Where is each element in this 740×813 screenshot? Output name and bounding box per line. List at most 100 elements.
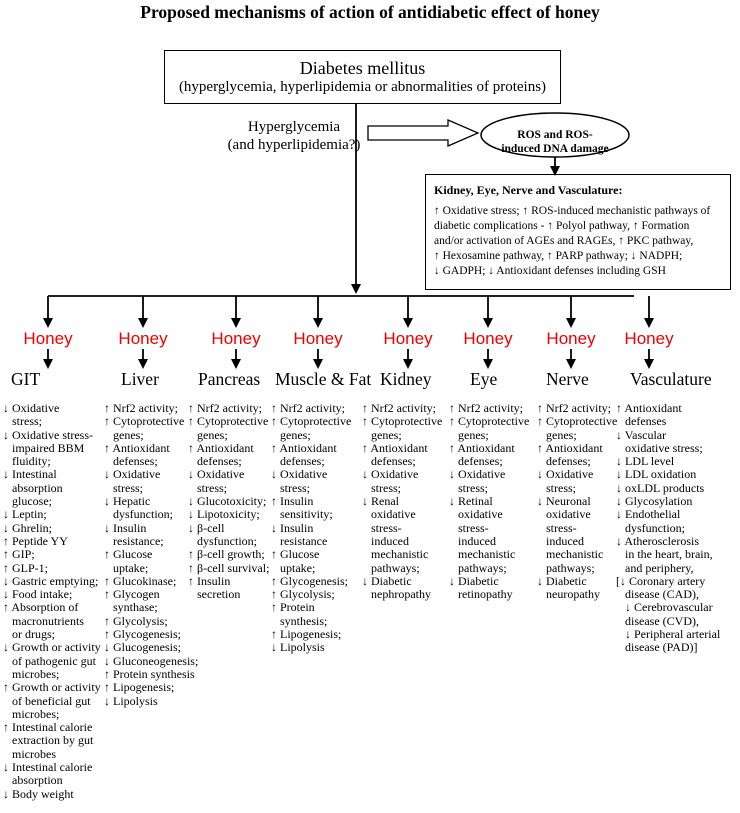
effect-item: microbes; bbox=[12, 706, 60, 721]
effect-item: mechanistic bbox=[458, 547, 516, 562]
complications-line: ↑ Oxidative stress; ↑ ROS-induced mechan… bbox=[434, 205, 711, 217]
effect-item: ↓ LDL oxidation bbox=[616, 467, 697, 482]
complications-title: Kidney, Eye, Nerve and Vasculature: bbox=[434, 183, 623, 197]
effect-item: ↑ Glucokinase; bbox=[104, 573, 177, 588]
effect-item: resistance; bbox=[113, 533, 164, 548]
complications-line: ↓ GADPH; ↓ Antioxidant defenses includin… bbox=[434, 265, 666, 277]
effect-item: ↓ Oxidative bbox=[3, 401, 60, 415]
effect-item: ↓ Intestinal calorie bbox=[3, 760, 93, 775]
organ-title-muscle-fat: Muscle & Fat bbox=[275, 369, 372, 389]
effect-item: ↑ Growth or activity bbox=[3, 680, 101, 695]
organ-title-eye: Eye bbox=[470, 369, 498, 389]
effect-item: stress; bbox=[546, 480, 576, 495]
effect-item: ↑ β-cell growth; bbox=[188, 547, 265, 562]
effect-item: ↓ Insulin bbox=[271, 520, 314, 535]
effect-item: ↑ Antioxidant bbox=[616, 401, 682, 415]
effect-item: stress; bbox=[197, 480, 227, 495]
effect-item: ↑ Insulin bbox=[271, 494, 314, 509]
effect-item: genes; bbox=[280, 427, 311, 442]
effect-item: ↑ Lipogenesis; bbox=[104, 680, 175, 695]
organ-title-liver: Liver bbox=[121, 369, 159, 389]
complications-line: diabetic complications - ↑ Polyol pathwa… bbox=[434, 220, 690, 232]
organ-title-kidney: Kidney bbox=[380, 369, 432, 389]
effect-item: absorption bbox=[12, 480, 63, 495]
effect-item: ↑ Cytoprotective bbox=[271, 414, 352, 429]
organ-title-nerve: Nerve bbox=[546, 369, 589, 389]
effect-item: defenses; bbox=[197, 454, 242, 469]
effect-item: microbes; bbox=[12, 666, 60, 681]
effect-item: sensitivity; bbox=[280, 507, 333, 522]
effect-item: ↑ Absorption of bbox=[3, 600, 79, 615]
effect-item: ↑ Cytoprotective bbox=[362, 414, 443, 429]
effect-item: fluidity; bbox=[12, 454, 51, 469]
effect-item: ↑ Cytoprotective bbox=[449, 414, 530, 429]
organ-title-git: GIT bbox=[11, 369, 41, 389]
effect-item: stress; bbox=[12, 414, 42, 429]
effect-item: ↑ Glycogenesis; bbox=[271, 573, 348, 588]
effect-item: stress; bbox=[113, 480, 143, 495]
effect-item: ↓ oxLDL products bbox=[616, 480, 705, 495]
effect-item: mechanistic bbox=[546, 547, 604, 562]
effect-item: ↓ Diabetic bbox=[537, 573, 587, 588]
complications-box: Kidney, Eye, Nerve and Vasculature: ↑ Ox… bbox=[425, 174, 731, 290]
ros-label: ROS and ROS- induced DNA damage bbox=[480, 128, 630, 156]
effect-item: ↑ Antioxidant bbox=[271, 440, 337, 455]
effect-item: neuropathy bbox=[546, 587, 600, 602]
effect-item: stress- bbox=[458, 520, 489, 535]
dm-subtitle: (hyperglycemia, hyperlipidemia or abnorm… bbox=[178, 79, 547, 95]
effect-item: disease (PAD)] bbox=[625, 640, 698, 655]
effect-item: ↑ Glycolysis; bbox=[104, 613, 168, 628]
effect-item: ↓ Endothelial bbox=[616, 507, 681, 522]
honey-label-vasculature: Honey bbox=[624, 329, 674, 348]
effect-item: macronutrients bbox=[12, 613, 84, 628]
effect-item: ↑ Antioxidant bbox=[362, 440, 428, 455]
effect-item: secretion bbox=[197, 587, 241, 602]
effect-item: dysfunction; bbox=[197, 533, 257, 548]
effect-item: uptake; bbox=[280, 560, 316, 575]
effect-item: stress- bbox=[371, 520, 402, 535]
effect-item: ↓ Diabetic bbox=[362, 573, 412, 588]
effect-item: ↑ Cytoprotective bbox=[188, 414, 269, 429]
effect-item: ↓ Ghrelin; bbox=[3, 520, 52, 535]
effect-item: disease (CVD), bbox=[625, 613, 699, 628]
effect-item: ↑ GLP-1; bbox=[3, 560, 48, 575]
effect-item: ↓ Glucotoxicity; bbox=[188, 494, 267, 509]
honey-label-pancreas: Honey bbox=[211, 329, 261, 348]
effect-item: ↓ Retinal bbox=[449, 494, 493, 509]
effect-item: oxidative bbox=[371, 507, 416, 522]
hyperglycemia-line-2: (and hyperlipidemia?) bbox=[227, 137, 361, 153]
effect-item: defenses; bbox=[280, 454, 325, 469]
effect-item: ↑ Cytoprotective bbox=[537, 414, 618, 429]
effect-item: ↑ Nrf2 activity; bbox=[362, 401, 436, 415]
effect-item: synthase; bbox=[113, 600, 158, 615]
effect-item: dysfunction; bbox=[625, 520, 685, 535]
effect-item: ↑ Nrf2 activity; bbox=[104, 401, 178, 415]
effect-item: microbes bbox=[12, 746, 56, 761]
effect-item: oxidative bbox=[458, 507, 503, 522]
effect-item: ↓ Gastric emptying; bbox=[3, 573, 99, 588]
effect-item: impaired BBM bbox=[12, 440, 85, 455]
effect-item: in the heart, brain, bbox=[625, 547, 713, 562]
effect-item: of beneficial gut bbox=[12, 693, 91, 708]
hyperglycemia-line-1: Hyperglycemia bbox=[247, 119, 341, 135]
effect-item: ↓ Gluconeogenesis; bbox=[104, 653, 199, 668]
effect-item: stress- bbox=[546, 520, 577, 535]
effect-item: ↓ Intestinal bbox=[3, 467, 57, 482]
effect-item: ↑ Nrf2 activity; bbox=[449, 401, 523, 415]
effect-item: ↓ Oxidative bbox=[271, 467, 328, 482]
effect-item: stress; bbox=[371, 480, 401, 495]
effect-item: induced bbox=[546, 533, 584, 548]
effect-item: ↑ Glucose bbox=[271, 547, 320, 562]
effect-item: genes; bbox=[546, 427, 577, 442]
effect-item: ↓ Glycosylation bbox=[616, 494, 693, 509]
effect-item: ↑ GIP; bbox=[3, 547, 35, 562]
effect-item: defenses; bbox=[546, 454, 591, 469]
effect-item: pathways; bbox=[371, 560, 420, 575]
effect-item: stress; bbox=[458, 480, 488, 495]
effect-item: defenses; bbox=[371, 454, 416, 469]
